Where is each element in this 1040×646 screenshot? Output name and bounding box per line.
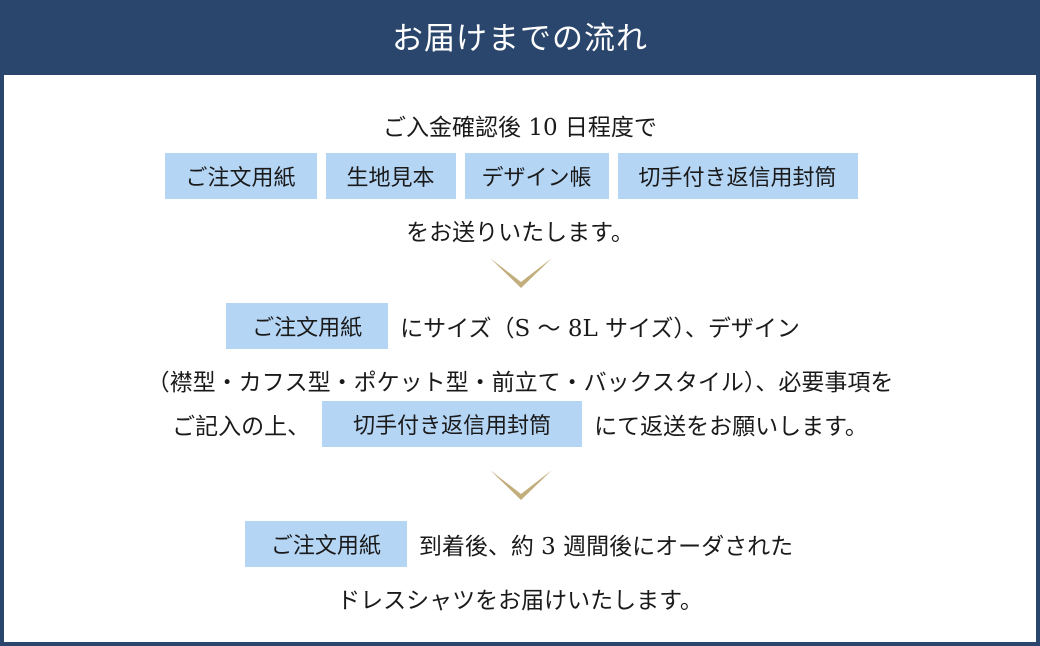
step2-return-envelope-box: 切手付き返信用封筒 bbox=[322, 401, 583, 447]
step2-line1-text: にサイズ（S ～ 8L サイズ）、デザイン bbox=[400, 316, 800, 342]
header-banner: お届けまでの流れ bbox=[0, 0, 1040, 75]
item-design-book: デザイン帳 bbox=[464, 153, 609, 199]
step1-outro: をお送りいたします。 bbox=[406, 220, 634, 246]
step3-line1: ご注文用紙 到着後、約 3 週間後にオーダされた bbox=[4, 521, 1036, 567]
item-return-envelope: 切手付き返信用封筒 bbox=[617, 153, 858, 199]
step2-line3-prefix: ご記入の上、 bbox=[172, 414, 311, 440]
step2-order-form-box: ご注文用紙 bbox=[226, 303, 389, 349]
page-title: お届けまでの流れ bbox=[392, 21, 648, 57]
step2-line1: ご注文用紙 にサイズ（S ～ 8L サイズ）、デザイン bbox=[4, 303, 1036, 349]
item-order-form: ご注文用紙 bbox=[164, 153, 317, 199]
step2-line3-suffix: にて返送をお願いします。 bbox=[594, 414, 868, 440]
step2-line3: ご記入の上、 切手付き返信用封筒 にて返送をお願いします。 bbox=[4, 401, 1036, 447]
step3-line1-text: 到着後、約 3 週間後にオーダされた bbox=[418, 534, 794, 560]
step2-line2: （襟型・カフス型・ポケット型・前立て・バックスタイル）、必要事項を bbox=[146, 370, 894, 396]
chevron-down-icon bbox=[490, 258, 552, 288]
step1-intro: ご入金確認後 10 日程度で bbox=[383, 115, 657, 141]
step3-order-form-box: ご注文用紙 bbox=[244, 521, 407, 567]
content-panel: ご入金確認後 10 日程度で ご注文用紙 生地見本 デザイン帳 切手付き返信用封… bbox=[4, 75, 1036, 642]
step1-item-list: ご注文用紙 生地見本 デザイン帳 切手付き返信用封筒 bbox=[0, 153, 1027, 199]
chevron-down-icon bbox=[490, 470, 552, 500]
step3-line2: ドレスシャツをお届けいたします。 bbox=[337, 588, 703, 614]
item-fabric-sample: 生地見本 bbox=[325, 153, 456, 199]
